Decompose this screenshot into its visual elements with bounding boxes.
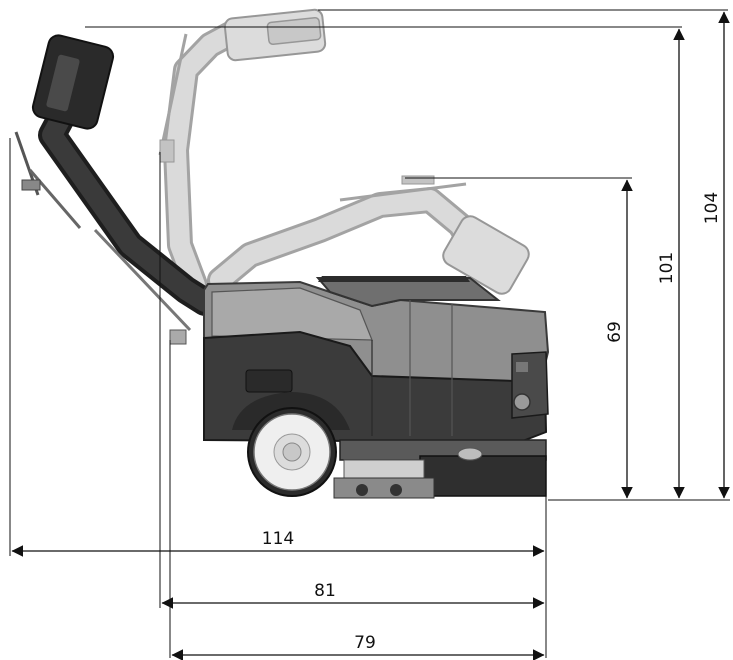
floor-scrubber-illustration	[14, 8, 550, 499]
dimension-label-104: 104	[702, 192, 722, 224]
handle-ghost-lowered	[207, 175, 530, 295]
dimension-label-101: 101	[657, 252, 677, 284]
height-dimensions: 69 101 104	[85, 9, 730, 501]
rear-wheel	[232, 392, 350, 497]
brush-deck	[333, 439, 547, 499]
handle-dark-working	[14, 34, 219, 345]
dimension-label-79: 79	[354, 633, 376, 653]
dimension-label-114: 114	[262, 529, 294, 549]
dimension-label-81: 81	[314, 581, 336, 601]
dimension-label-69: 69	[605, 321, 625, 343]
handle-ghost-raised	[158, 8, 327, 298]
length-dimensions: 114 81 79	[9, 138, 547, 660]
